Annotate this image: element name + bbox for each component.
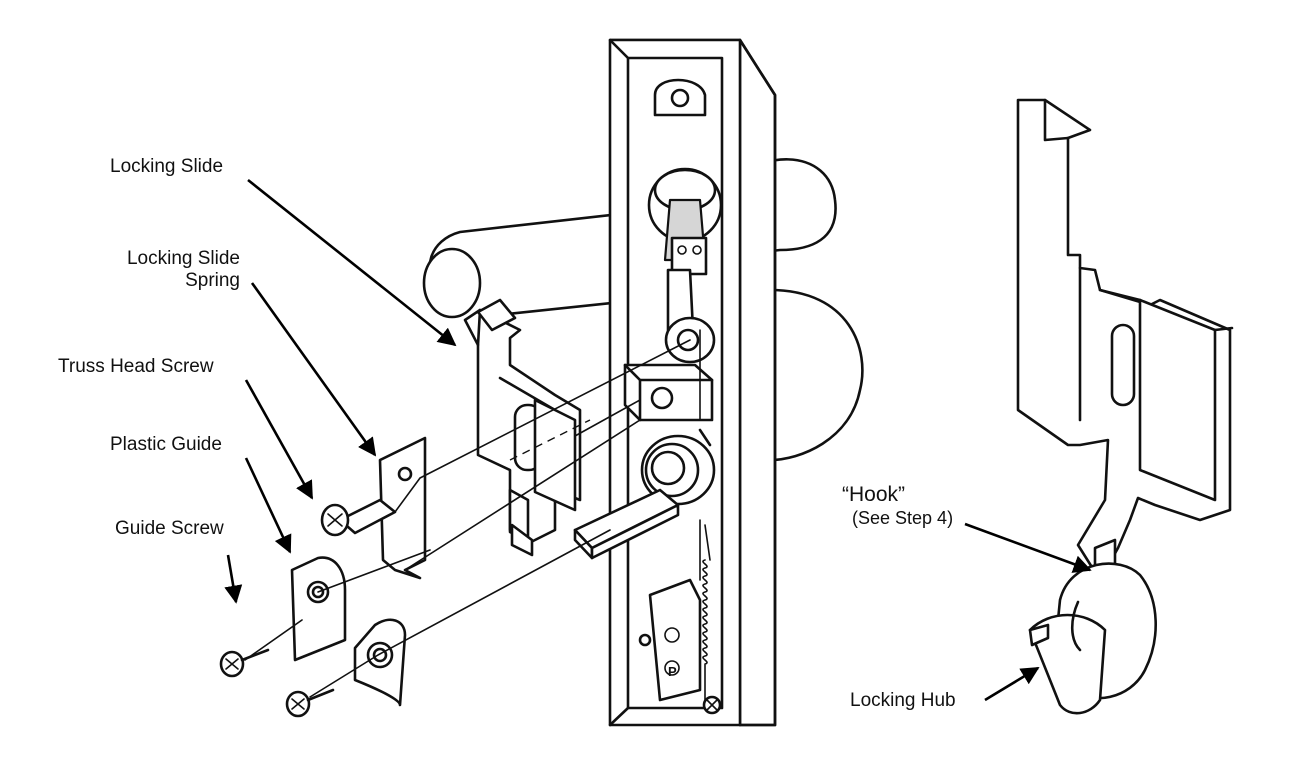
truss-head-screw-part — [320, 498, 397, 537]
lock-chassis — [573, 38, 777, 727]
label-guide-screw: Guide Screw — [115, 518, 224, 539]
mounting-bracket-part — [353, 618, 407, 707]
detail-view — [1016, 98, 1234, 715]
label-hook-sub: (See Step 4) — [852, 508, 954, 528]
plastic-guide-part — [290, 556, 347, 662]
assembly-lines — [244, 339, 691, 698]
label-locking-slide-spring-line2: Spring — [185, 270, 240, 291]
label-locking-hub: Locking Hub — [850, 690, 956, 711]
locking-slide-part — [463, 298, 582, 557]
label-locking-slide: Locking Slide — [110, 156, 224, 177]
label-hook: “Hook” — [842, 483, 906, 506]
locking-slide-spring-part — [378, 436, 427, 580]
plate-letter: P — [668, 664, 677, 679]
label-locking-slide-spring-line1: Locking Slide — [126, 248, 240, 269]
label-truss-head-screw: Truss Head Screw — [58, 356, 214, 377]
guide-screw-parts — [219, 648, 335, 718]
label-plastic-guide: Plastic Guide — [110, 434, 222, 455]
callout-arrows — [224, 178, 1092, 702]
